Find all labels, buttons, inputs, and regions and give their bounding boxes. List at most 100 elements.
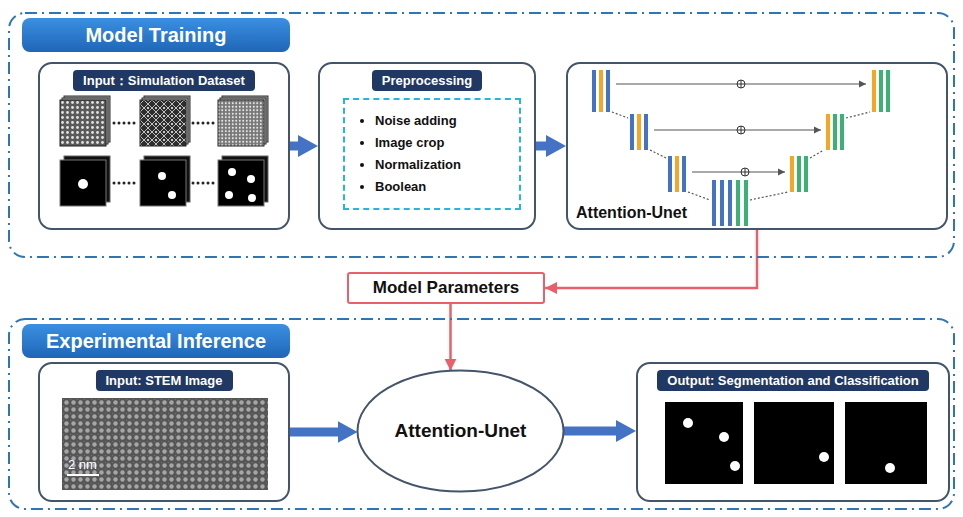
svg-path	[737, 80, 749, 176]
svg-rect	[592, 70, 596, 112]
mask-image	[218, 160, 264, 206]
svg-circle	[225, 191, 233, 199]
svg-rect	[736, 180, 740, 226]
svg-line	[688, 192, 710, 200]
svg-circle	[118, 182, 121, 185]
svg-circle	[118, 122, 121, 125]
svg-rect	[872, 70, 876, 112]
region-border	[9, 319, 954, 509]
svg-circle	[123, 182, 126, 185]
svg-circle	[113, 182, 116, 185]
svg-rect	[886, 70, 890, 112]
svg-rect	[797, 156, 801, 192]
mask-image	[754, 402, 834, 484]
svg-circle	[730, 461, 740, 471]
input-panel: Input：Simulation Dataset	[38, 62, 290, 230]
lattice-image	[140, 100, 186, 146]
svg-line	[810, 150, 824, 158]
svg-circle	[202, 182, 205, 185]
node-label: Attention-Unet	[576, 204, 687, 222]
svg-rect	[790, 156, 794, 192]
panel-header: Output: Segmentation and Classification	[657, 370, 928, 391]
parameter-arrow	[545, 230, 757, 288]
flow-arrow	[290, 428, 346, 437]
svg-circle	[207, 122, 210, 125]
scale-label-wrap: 2 nm	[68, 455, 97, 473]
svg-rect	[804, 156, 808, 192]
svg-circle	[719, 432, 729, 442]
svg-rect	[668, 156, 672, 192]
mask-image	[845, 402, 927, 484]
stem-micrograph	[62, 398, 268, 490]
output-panel: Output: Segmentation and Classification	[636, 362, 950, 502]
svg-rect	[682, 156, 686, 192]
model-ellipse: Attention-Unet	[356, 369, 565, 493]
svg-rect	[675, 156, 679, 192]
section-region: Model TrainingInput：Simulation DatasetPr…	[8, 12, 955, 258]
svg-circle	[158, 172, 166, 180]
svg-rect	[712, 180, 716, 226]
stem-haze	[62, 398, 268, 490]
svg-circle	[248, 194, 256, 202]
ellipsis-dots	[113, 122, 215, 185]
unet-illustration	[592, 70, 890, 226]
scale-label: 2 nm	[68, 457, 97, 472]
mask-dots	[78, 168, 256, 202]
svg-circle	[228, 168, 236, 176]
mask-image	[665, 402, 743, 484]
list-item: Image crop	[375, 132, 461, 154]
step-list: Noise addingImage cropNormalizationBoole…	[345, 100, 471, 206]
svg-line	[750, 192, 788, 200]
parameter-arrow	[449, 304, 452, 371]
parameter-box: Model Parameters	[347, 272, 545, 304]
svg-line	[612, 112, 628, 118]
panel-header: Preprocessing	[372, 70, 482, 91]
svg-circle	[212, 122, 215, 125]
svg-rect	[879, 70, 883, 112]
svg-circle	[247, 175, 255, 183]
flow-arrow	[564, 427, 625, 436]
mask-image	[140, 160, 186, 206]
svg-rect	[630, 114, 634, 150]
node-label: Attention-Unet	[395, 420, 527, 442]
flow-arrow	[290, 142, 306, 151]
svg-circle	[168, 191, 176, 199]
panel-header: Input: STEM Image	[96, 370, 233, 391]
svg-rect	[833, 114, 837, 150]
simulation-thumbnails	[60, 96, 268, 206]
feature-maps	[592, 70, 890, 226]
svg-circle	[197, 122, 200, 125]
mask-image	[60, 160, 106, 206]
svg-line	[846, 112, 870, 118]
flow-arrow	[536, 142, 554, 151]
panel-header: Input：Simulation Dataset	[73, 70, 255, 91]
list-item: Boolean	[375, 176, 461, 198]
svg-circle	[78, 179, 88, 189]
region-border	[9, 13, 954, 257]
svg-rect	[744, 180, 748, 226]
svg-circle	[683, 418, 693, 428]
stem-image	[62, 398, 268, 490]
node-label: Model Parameters	[373, 278, 519, 298]
svg-line	[650, 150, 666, 158]
input-panel: Input: STEM Image	[38, 362, 290, 502]
svg-circle	[128, 122, 131, 125]
svg-circle	[885, 463, 895, 473]
svg-circle	[133, 122, 136, 125]
lattice-image	[218, 100, 264, 146]
svg-circle	[133, 182, 136, 185]
svg-rect	[637, 114, 641, 150]
svg-circle	[197, 182, 200, 185]
scale-bar	[67, 474, 99, 476]
model-panel: Attention-Unet	[566, 62, 948, 230]
svg-circle	[202, 122, 205, 125]
output-masks	[665, 402, 927, 484]
svg-circle	[819, 452, 829, 462]
svg-rect	[644, 114, 648, 150]
svg-circle	[123, 122, 126, 125]
concat-symbol	[737, 80, 749, 176]
section-tab: Experimental Inference	[22, 324, 290, 358]
svg-circle	[192, 122, 195, 125]
svg-circle	[113, 122, 116, 125]
